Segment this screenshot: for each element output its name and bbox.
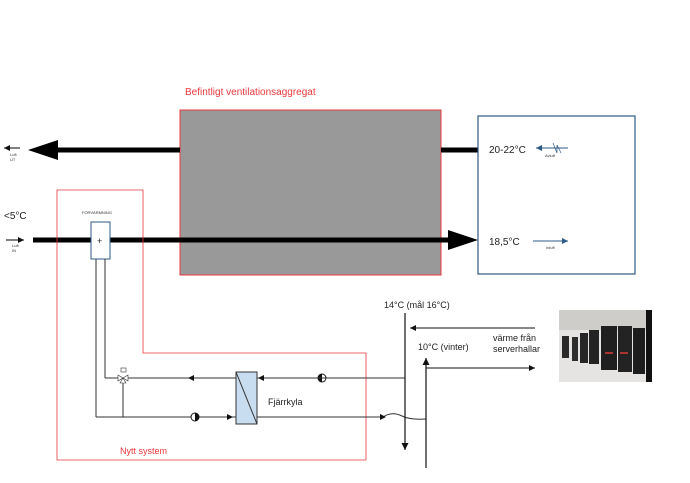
pump-icon <box>190 412 200 422</box>
heat-source-label-2: serverhallar <box>493 344 540 354</box>
outside-temp: <5°C <box>4 211 27 222</box>
preheat-label: FÖRVÄRMNING <box>82 210 112 215</box>
exhaust-arrow-icon <box>28 140 58 160</box>
supply-arrow-icon <box>448 230 478 250</box>
supply-temp: 18,5°C <box>489 237 520 248</box>
supply-label: Inluft <box>546 245 556 250</box>
damper-icon <box>552 142 562 154</box>
unit-title: Befintligt ventilationsaggregat <box>185 87 316 98</box>
air-out-label-2: UT <box>10 157 16 162</box>
supply-line-temp: 14°C (mål 16°C) <box>384 300 450 310</box>
flow-arrow-icon <box>258 375 264 381</box>
exhaust-label: Avluft <box>545 153 556 158</box>
flow-arrow-icon <box>227 414 233 420</box>
air-in-label-1: Luft <box>12 243 20 248</box>
new-system-label: Nytt system <box>120 446 167 456</box>
room-box <box>477 115 636 275</box>
flow-arrow-icon <box>188 375 194 381</box>
preheat-coil <box>90 221 111 260</box>
server-hall-image <box>559 310 652 382</box>
flow-arrow-icon <box>380 414 386 420</box>
air-in-label-2: IN <box>12 248 16 253</box>
pipe-district-bottom <box>257 413 427 420</box>
new-system-outline <box>56 189 367 461</box>
heat-exchanger-divider <box>235 371 258 425</box>
ventilation-unit <box>179 109 442 276</box>
exhaust-temp: 20-22°C <box>489 145 526 156</box>
three-way-valve-icon <box>117 367 129 384</box>
return-line-temp: 10°C (vinter) <box>418 342 469 352</box>
district-cooling-label: Fjärrkyla <box>268 397 303 407</box>
preheat-symbol: + <box>97 236 102 246</box>
heat-source-label-1: värme från <box>493 333 536 343</box>
air-out-label-1: Luft <box>10 152 18 157</box>
